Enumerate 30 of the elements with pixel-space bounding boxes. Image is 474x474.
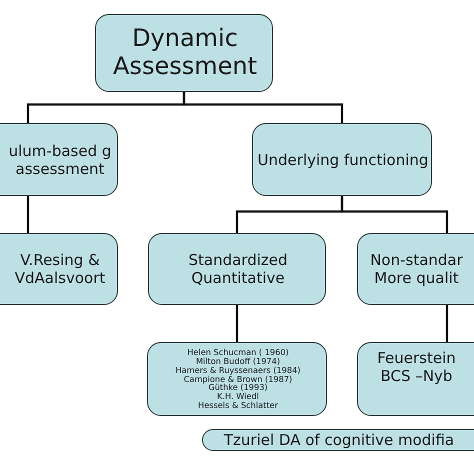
connector-line xyxy=(340,196,448,233)
box-text: Underlying functioning xyxy=(258,150,428,168)
process-box xyxy=(0,123,118,196)
process-box xyxy=(0,233,118,305)
process-box xyxy=(202,429,474,451)
box-text: Standardized Quantitative xyxy=(187,251,289,287)
box-text: Feuerstein xyxy=(377,349,456,367)
connector-line xyxy=(236,305,238,342)
box-text: BCS –Nyb xyxy=(380,367,452,385)
box-text: Tzuriel DA of cognitive modifia xyxy=(224,431,454,449)
box-text: Non-standar More qualit xyxy=(369,251,464,287)
box-text: Milton Budoff (1974) xyxy=(196,356,280,366)
box-text: Campione & Brown (1987) xyxy=(184,374,292,384)
box-text: Hamers & Ruyssenaers (1984) xyxy=(175,366,301,375)
process-box xyxy=(95,14,273,92)
process-box xyxy=(357,233,474,305)
process-box xyxy=(252,123,432,196)
connector-line xyxy=(182,92,344,123)
box-text: ulum-based g assessment xyxy=(8,142,112,178)
box-text: Helen Schucman ( 1960) xyxy=(187,348,289,357)
box-text: Hessels & Schlatter xyxy=(198,401,278,410)
connector-line xyxy=(446,305,448,342)
process-box xyxy=(147,342,327,416)
box-text: Güthke (1993) xyxy=(208,383,268,392)
connector-line xyxy=(26,196,30,233)
box-text: Dynamic Assessment xyxy=(112,25,258,81)
box-text: K.H. Wiedl xyxy=(217,392,259,402)
process-box xyxy=(357,342,474,416)
process-box xyxy=(148,233,326,305)
box-text: V.Resing & VdAalsvoort xyxy=(14,251,106,287)
